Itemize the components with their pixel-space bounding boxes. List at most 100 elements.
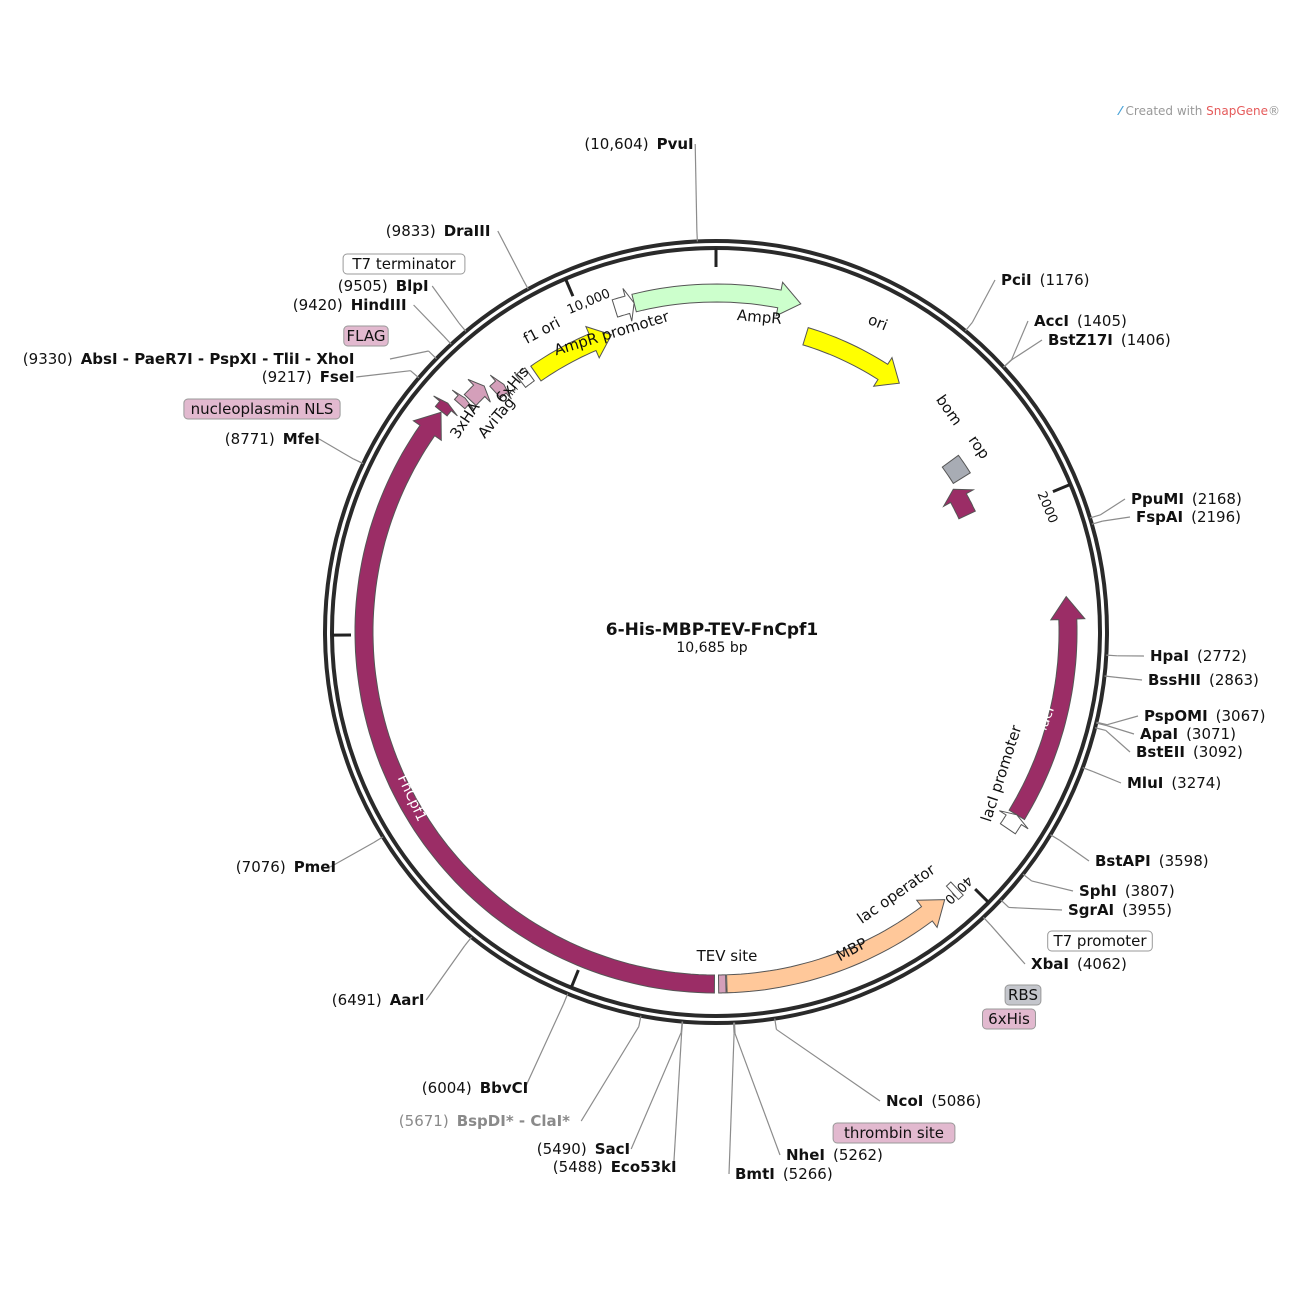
site-label-hpai: HpaI(2772) <box>1150 647 1247 665</box>
boxed-label-frame <box>1004 984 1042 1006</box>
feature-lac-operator <box>945 881 964 901</box>
feature-f1-ori <box>530 325 613 382</box>
site-leader <box>694 143 698 231</box>
boxed-label: T7 terminator <box>351 255 456 273</box>
site-leader <box>1102 516 1131 522</box>
boxed-label: T7 promoter <box>1052 932 1147 950</box>
tick-6000 <box>569 969 580 989</box>
site-tick <box>562 993 569 1005</box>
site-tick <box>681 1021 684 1033</box>
site-labels: (10,604)PvuI(9833)DraIII(9505)BlpI(9420)… <box>23 135 1266 1183</box>
tick-label: 2000 <box>1034 489 1061 525</box>
boxed-label: nucleoplasmin NLS <box>191 400 334 418</box>
feature-label: TEV site <box>696 947 758 965</box>
feature-label: 3xHA <box>446 398 484 442</box>
site-label-saci: (5490)SacI <box>537 1140 630 1158</box>
site-tick <box>1106 654 1118 657</box>
site-label-acci: AccI(1405) <box>1034 312 1127 330</box>
site-label-bmti: BmtI(5266) <box>735 1165 833 1183</box>
feature-laci <box>1008 595 1086 821</box>
site-leader <box>425 945 466 1001</box>
feature-ampr-promoter <box>611 288 635 322</box>
site-label-blpi: (9505)BlpI <box>338 277 429 295</box>
site-tick <box>458 322 467 332</box>
site-leader <box>1011 320 1029 360</box>
feature-bom <box>941 454 971 485</box>
site-tick <box>428 350 437 360</box>
site-leader <box>524 1003 565 1089</box>
site-tick <box>1050 834 1061 841</box>
site-tick <box>1003 359 1013 368</box>
site-label-bsshii: BssHII(2863) <box>1148 671 1259 689</box>
site-leader <box>497 230 524 280</box>
feature-ampr <box>631 281 802 317</box>
site-label-fspai: FspAI(2196) <box>1136 508 1241 526</box>
site-leader <box>1031 880 1074 892</box>
feature-label: bom <box>932 391 966 429</box>
feature-label: lacI <box>1035 704 1058 732</box>
feature-rop <box>942 488 976 520</box>
boxed-label-frame <box>982 1008 1036 1030</box>
site-leader <box>389 350 429 360</box>
boxed-label: RBS <box>1008 986 1038 1004</box>
site-tick <box>1000 899 1010 908</box>
site-leader <box>580 1026 640 1122</box>
boxed-label: FLAG <box>347 327 386 345</box>
site-tick <box>774 1018 777 1030</box>
site-label-sphi: SphI(3807) <box>1079 882 1175 900</box>
site-label-pcii: PciI(1176) <box>1001 271 1090 289</box>
site-leader <box>630 1032 682 1150</box>
site-leader <box>356 370 411 378</box>
site-label-hindiii: (9420)HindIII <box>293 296 407 314</box>
site-tick <box>410 370 420 379</box>
site-leader <box>776 1028 881 1102</box>
site-leader <box>971 279 996 323</box>
site-tick <box>1022 873 1033 882</box>
site-tick <box>638 1015 642 1027</box>
plasmid-length: 10,685 bp <box>676 640 747 656</box>
site-label-bstz17i: BstZ17I(1406) <box>1048 331 1171 349</box>
site-leader <box>1092 770 1122 784</box>
site-tick <box>696 230 698 242</box>
site-leader <box>990 924 1026 965</box>
feature-avitag- <box>489 374 512 400</box>
feature-tev-site <box>717 974 727 994</box>
site-label-eco53ki: (5488)Eco53kI <box>553 1158 677 1176</box>
site-leader <box>673 1032 683 1168</box>
site-tick <box>1089 514 1101 519</box>
site-tick <box>1094 727 1106 732</box>
site-label-ncoi: NcoI(5086) <box>886 1092 981 1110</box>
boxed-label: thrombin site <box>844 1124 944 1142</box>
site-label-draiii: (9833)DraIII <box>386 222 491 240</box>
site-label-bspdi-clai-: (5671)BspDI* - ClaI* <box>399 1112 570 1130</box>
feature-nucleoplasmin-nls <box>433 395 458 417</box>
site-label-ppumi: PpuMI(2168) <box>1131 490 1242 508</box>
site-leader <box>1100 498 1126 516</box>
feature-label: rop <box>965 432 994 462</box>
site-leader <box>318 438 354 460</box>
site-tick <box>982 916 992 926</box>
site-label-mfei: (8771)MfeI <box>225 430 320 448</box>
boxed-label-frame <box>183 398 341 420</box>
site-leader <box>1011 339 1043 361</box>
site-tick <box>1104 675 1116 678</box>
feature-laci-promoter <box>999 810 1029 835</box>
backbone-outer-ring <box>323 239 1109 1025</box>
boxed-label-frame <box>832 1122 956 1144</box>
site-tick <box>1096 721 1108 726</box>
site-leader <box>728 1033 735 1175</box>
site-leader <box>413 304 445 337</box>
site-tick <box>1091 520 1103 525</box>
boxed-label: 6xHis <box>988 1010 1030 1028</box>
site-label-pspomi: PspOMI(3067) <box>1144 707 1266 725</box>
branding-brand: SnapGene <box>1206 104 1268 118</box>
site-label-bsteii: BstEII(3092) <box>1136 743 1243 761</box>
site-tick <box>733 1022 736 1034</box>
branding-suffix: ® <box>1268 104 1280 118</box>
site-tick <box>373 836 384 844</box>
feature-label: AmpR <box>736 306 782 328</box>
site-label-pmei: (7076)PmeI <box>236 858 336 876</box>
site-tick <box>443 335 452 345</box>
site-label-aari: (6491)AarI <box>332 991 425 1009</box>
